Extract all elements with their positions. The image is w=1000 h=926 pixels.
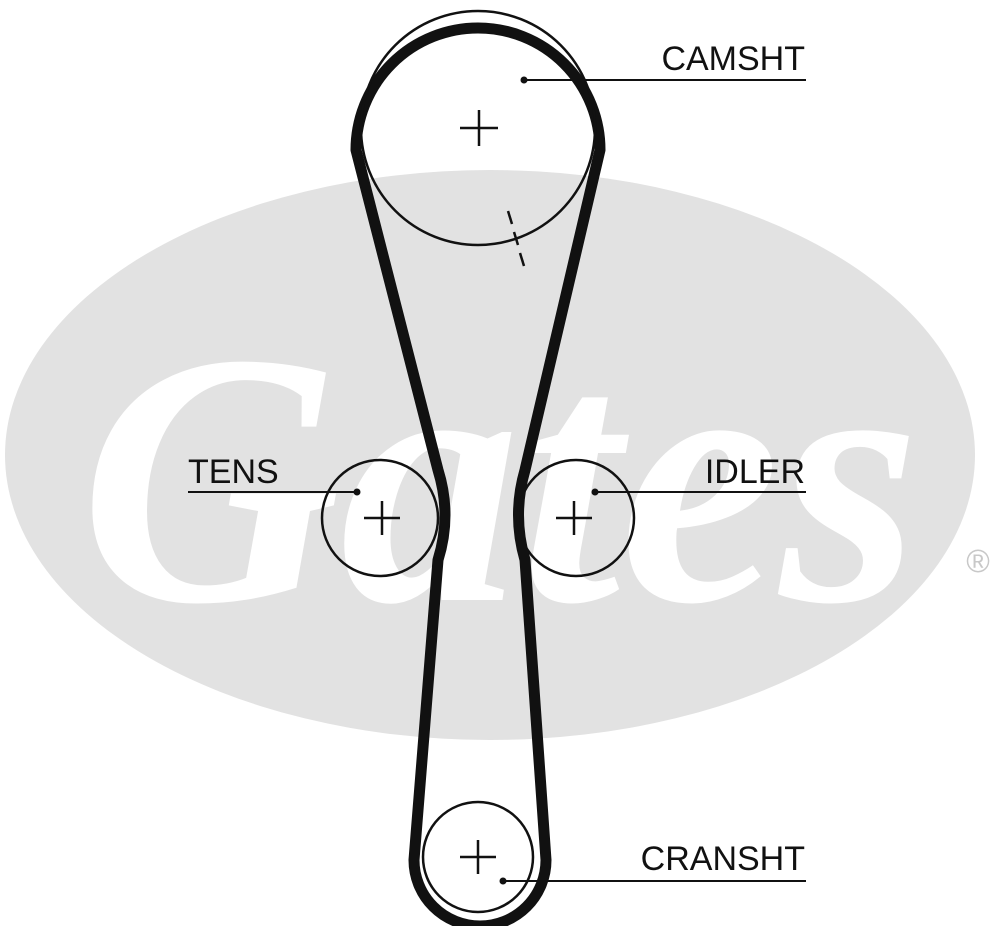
idler-center-plus-icon <box>556 501 592 535</box>
timing-mark-icon <box>506 210 526 267</box>
crankshaft-label: CRANSHT <box>641 840 805 878</box>
camshaft-center-plus-icon <box>460 110 498 146</box>
pulleys <box>320 9 636 914</box>
watermark-oval <box>5 170 975 740</box>
tensioner-center-plus-icon <box>364 501 400 535</box>
registered-mark: ® <box>966 543 990 579</box>
gates-watermark: Gates ® <box>5 170 990 740</box>
tensioner-label: TENS <box>188 453 279 491</box>
tensioner-pulley-icon <box>320 458 440 578</box>
camshaft-leader <box>520 76 806 84</box>
idler-label: IDLER <box>705 453 805 491</box>
camshaft-label: CAMSHT <box>661 40 805 78</box>
crankshaft-center-plus-icon <box>460 840 496 874</box>
camshaft-pulley-icon <box>359 9 597 247</box>
watermark-brand-text: Gates <box>80 279 920 678</box>
crankshaft-leader <box>499 877 806 885</box>
crankshaft-pulley-icon <box>421 800 535 914</box>
pulley-labels: CAMSHT TENS IDLER CRANSHT <box>188 40 805 878</box>
tensioner-leader <box>188 488 361 496</box>
center-marks <box>364 110 592 874</box>
leader-lines <box>188 76 806 885</box>
idler-pulley-icon <box>516 458 636 578</box>
idler-leader <box>591 488 806 496</box>
